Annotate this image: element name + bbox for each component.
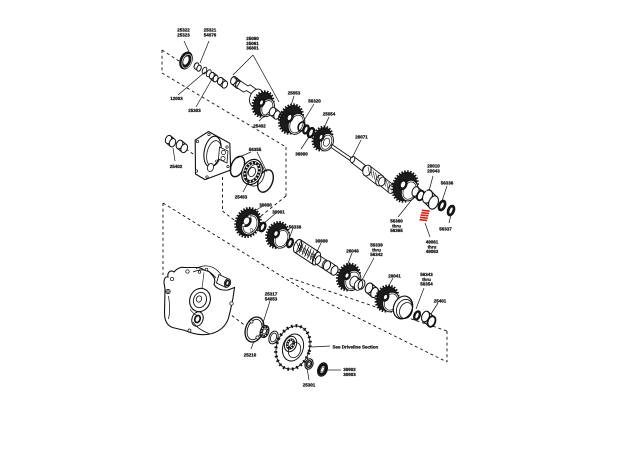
svg-text:12003: 12003 — [170, 96, 183, 101]
svg-text:25303: 25303 — [188, 108, 201, 113]
svg-text:See Driveline Section: See Driveline Section — [333, 345, 379, 350]
svg-text:28041: 28041 — [388, 274, 401, 279]
svg-text:30809: 30809 — [315, 239, 328, 244]
svg-text:25053: 25053 — [288, 91, 301, 96]
svg-text:56338: 56338 — [289, 225, 302, 230]
svg-text:56320: 56320 — [308, 99, 321, 104]
svg-text:25402: 25402 — [253, 124, 266, 129]
svg-text:56336: 56336 — [441, 181, 454, 186]
svg-text:25402: 25402 — [170, 164, 183, 169]
svg-text:30901: 30901 — [272, 210, 285, 215]
svg-text:26071: 26071 — [355, 135, 368, 140]
svg-text:25054: 25054 — [323, 112, 336, 117]
svg-text:36900: 36900 — [295, 152, 308, 157]
svg-text:26048: 26048 — [346, 249, 359, 254]
svg-text:25453: 25453 — [235, 195, 248, 200]
svg-text:25401: 25401 — [434, 299, 447, 304]
svg-text:56337: 56337 — [439, 227, 452, 232]
svg-text:56355: 56355 — [249, 147, 262, 152]
svg-text:25210: 25210 — [244, 353, 257, 358]
svg-text:30600: 30600 — [259, 203, 272, 208]
svg-text:25301: 25301 — [303, 383, 316, 388]
